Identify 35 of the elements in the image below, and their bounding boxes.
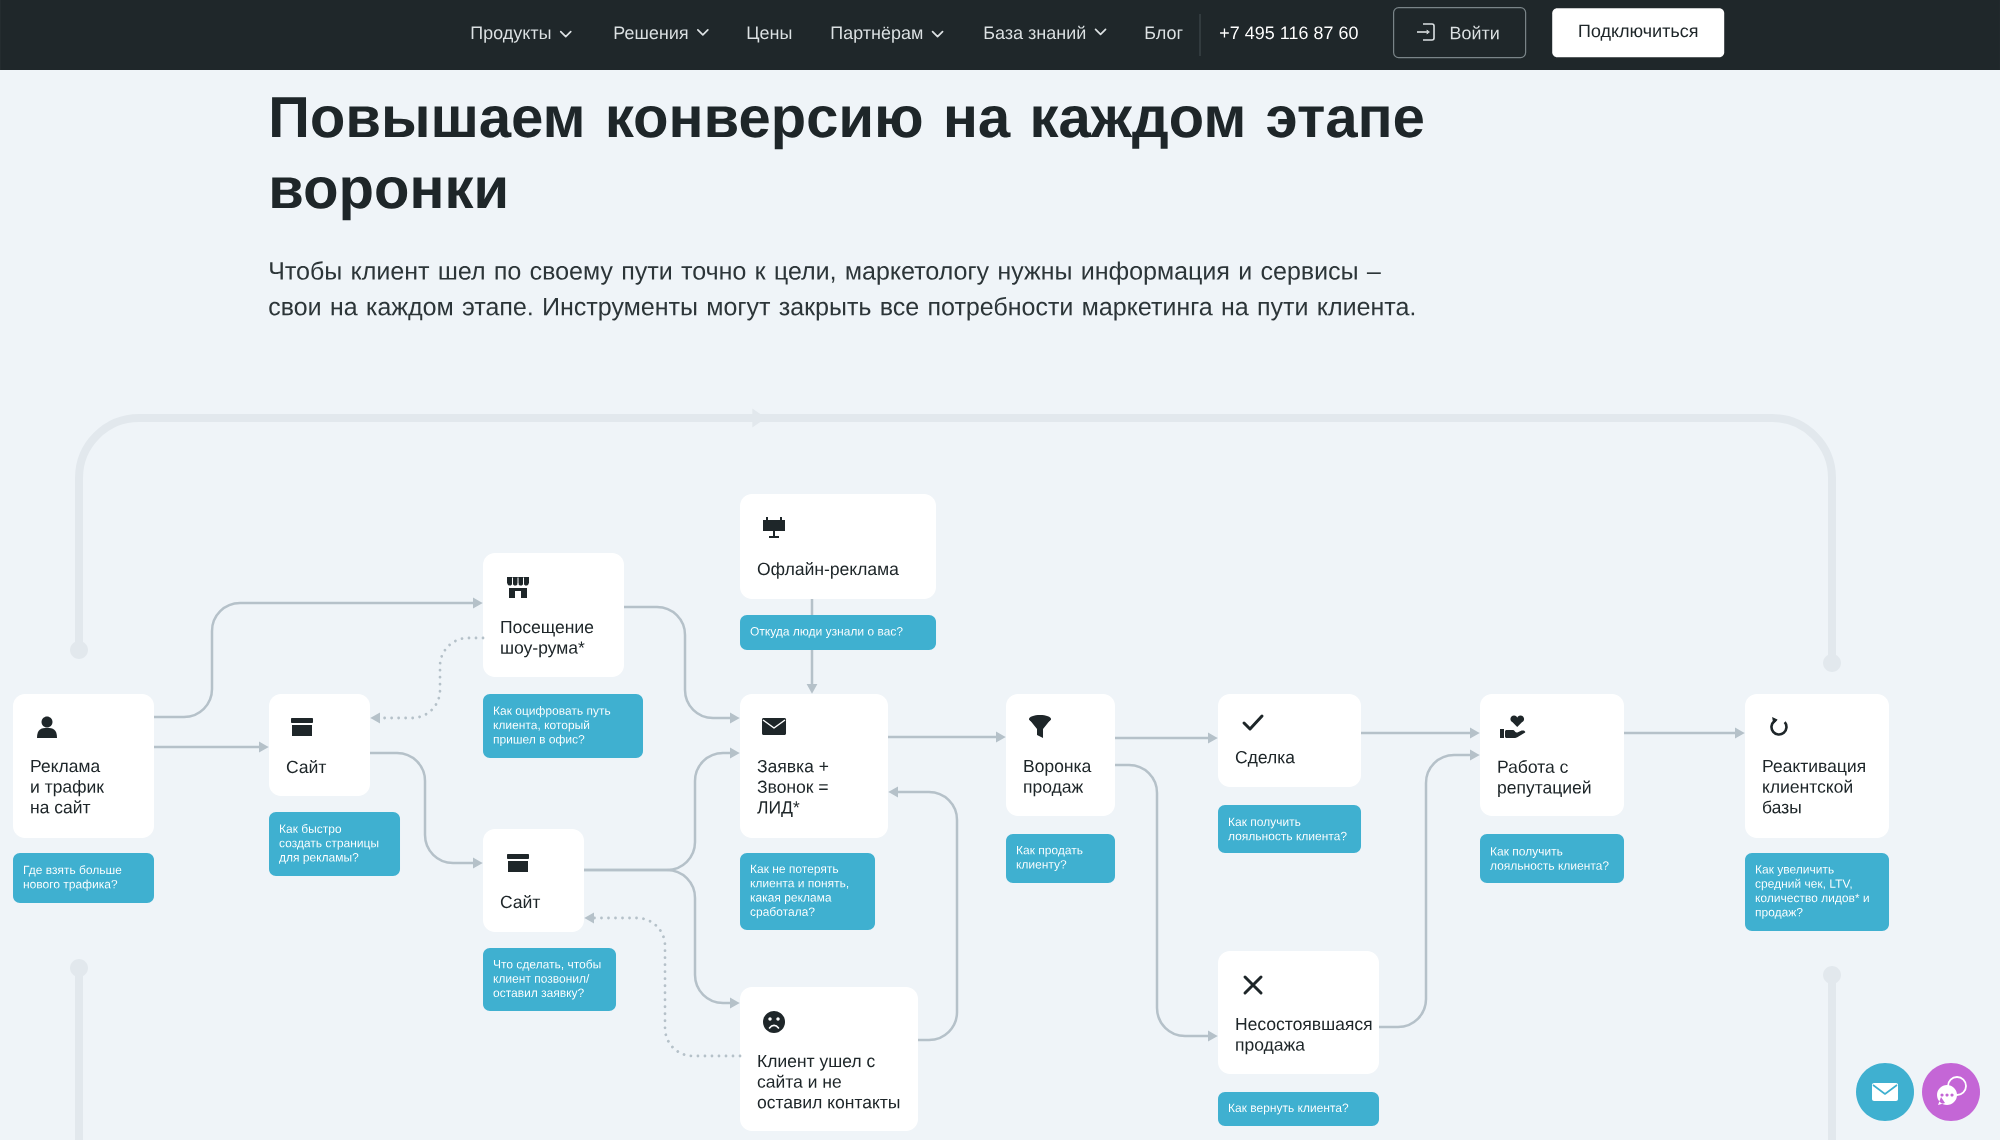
nav-link: Партнёрам — [831, 26, 923, 43]
stage-box: Сайт — [269, 694, 370, 796]
question-box: Откуда люди узнали о вас? — [740, 615, 936, 650]
question-box: Как увеличить средний чек, LTV, количество лидов* и продаж? — [1745, 853, 1889, 931]
stage-box: Сделка — [1218, 694, 1361, 787]
question-box: Как оцифровать путь клиента, который пришел в офис? — [483, 694, 643, 758]
stage-box: Воронка продаж — [1006, 694, 1115, 816]
question-box: Как получить лояльность клиента? — [1218, 805, 1361, 853]
signup-button: Подключиться — [1552, 8, 1725, 58]
connector-line — [810, 599, 814, 615]
question-box: Где взять больше нового трафика? — [13, 853, 154, 903]
intro-paragraph: Чтобы клиент шел по своему пути точно к цели, маркетологу нужны информация и сервисы – свои на каждом этапе. Инструменты могут закрыть все потребности маркетинга на пути клиента. — [269, 261, 1415, 321]
stage-box: Заявка + Звонок = ЛИД* — [740, 694, 888, 838]
nav-link: Цены — [747, 26, 792, 43]
question-box: Как продать клиенту? — [1006, 834, 1115, 883]
question-box: Как быстро создать страницы для рекламы? — [269, 812, 400, 876]
nav-link: Решения — [614, 26, 688, 40]
nav-link: База знаний — [984, 25, 1086, 40]
stage-box: Посещение шоу-рума* — [483, 553, 624, 677]
login-button: Войти — [1393, 7, 1527, 59]
page-title: Повышаем конверсию на каждом этапе воронки — [272, 97, 1423, 221]
question-box: Как получить лояльность клиента? — [1480, 834, 1624, 883]
stage-box: Сайт — [483, 829, 584, 932]
stage-box: Работа с репутацией — [1480, 694, 1624, 816]
stage-box: Офлайн-реклама — [740, 494, 936, 599]
stage-box: Клиент ушел с сайта и не оставил контакты — [740, 987, 918, 1131]
stage-box: Реактивация клиентской базы — [1745, 694, 1889, 838]
question-box: Что сделать, чтобы клиент позвонил/ оставил заявку? — [483, 948, 616, 1011]
stage-box: Несостоявшаяся продажа — [1218, 951, 1379, 1074]
phone-number: +7 495 116 87 60 — [1220, 26, 1358, 40]
nav-link: Продукты — [471, 26, 551, 43]
question-box: Как вернуть клиента? — [1218, 1092, 1379, 1126]
nav-link: Блог — [1145, 26, 1183, 40]
stage-box: Реклама и трафик на сайт — [13, 694, 154, 838]
question-box: Как не потерять клиента и понять, какая реклама сработала? — [740, 853, 875, 930]
